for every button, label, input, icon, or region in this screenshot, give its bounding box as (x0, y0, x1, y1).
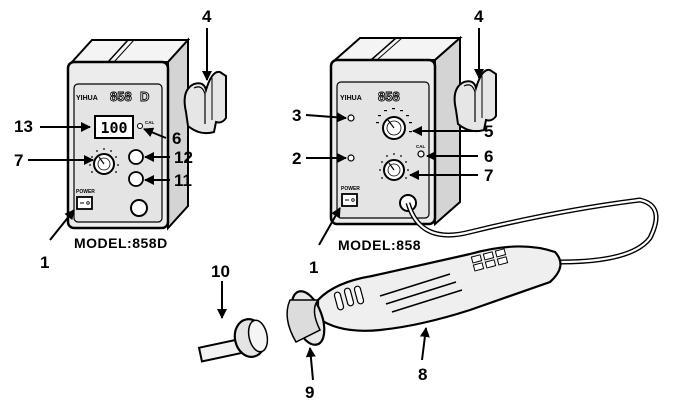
model-label-858d: MODEL:858D (74, 235, 168, 251)
callout-5: 5 (484, 122, 494, 141)
callout-arrows (28, 28, 484, 381)
nozzle-tip (197, 318, 269, 363)
temp-down-button[interactable] (128, 171, 144, 187)
temperature-display (94, 115, 134, 139)
display-value: 100 (100, 119, 127, 137)
hot-air-gun-handle (316, 245, 562, 332)
gun-holder-858d (183, 70, 227, 135)
power-switch-858d[interactable] (76, 196, 93, 210)
hot-air-gun-nozzle (286, 290, 326, 346)
cal-hole-858d (137, 123, 143, 129)
callout-2: 2 (292, 149, 302, 168)
heater-indicator-lamp (347, 114, 355, 122)
callout-8: 8 (418, 365, 428, 384)
callout-12: 12 (174, 148, 193, 167)
cal-label-858: CAL (416, 144, 425, 149)
callout-7-left: 7 (14, 151, 24, 170)
model-label-858: MODEL:858 (338, 237, 422, 253)
callout-6-left: 6 (172, 129, 182, 148)
temp-up-button[interactable] (128, 149, 144, 165)
callout-11: 11 (174, 171, 192, 190)
model-badge-858: 858 (378, 89, 400, 104)
cal-hole-858 (417, 150, 425, 158)
brand-858: YIHUA (340, 95, 362, 102)
airflow-knob-858d[interactable] (89, 148, 119, 175)
callout-9: 9 (305, 383, 315, 402)
air-hose (405, 197, 659, 265)
brand-858d: YIHUA (76, 95, 98, 102)
callout-10: 10 (211, 262, 230, 281)
power-label-858: POWER (341, 186, 360, 192)
power-switch-858[interactable] (341, 193, 358, 207)
station-858d: YIHUA 858 D 100 CAL POWER (66, 37, 191, 231)
model-badge-858d: 858 (110, 89, 132, 104)
callout-6-right: 6 (484, 147, 494, 166)
model-badge-suffix-858d: D (140, 89, 149, 104)
callout-7-right: 7 (484, 166, 494, 185)
cal-label-858d: CAL (145, 120, 154, 125)
power-indicator-lamp (347, 154, 355, 162)
callout-4-right: 4 (474, 7, 484, 26)
hose-outlet-858d (130, 199, 148, 217)
callout-4-left: 4 (202, 7, 212, 26)
callout-1-left: 1 (40, 253, 50, 272)
callout-13: 13 (14, 117, 33, 136)
temperature-knob-858[interactable] (376, 108, 412, 140)
airflow-knob-858[interactable] (379, 153, 409, 181)
callout-3: 3 (292, 106, 302, 125)
gun-holder-858 (453, 68, 497, 133)
station-858: YIHUA 858 (329, 35, 463, 227)
power-label-858d: POWER (76, 189, 95, 195)
callout-1-right: 1 (309, 258, 319, 277)
